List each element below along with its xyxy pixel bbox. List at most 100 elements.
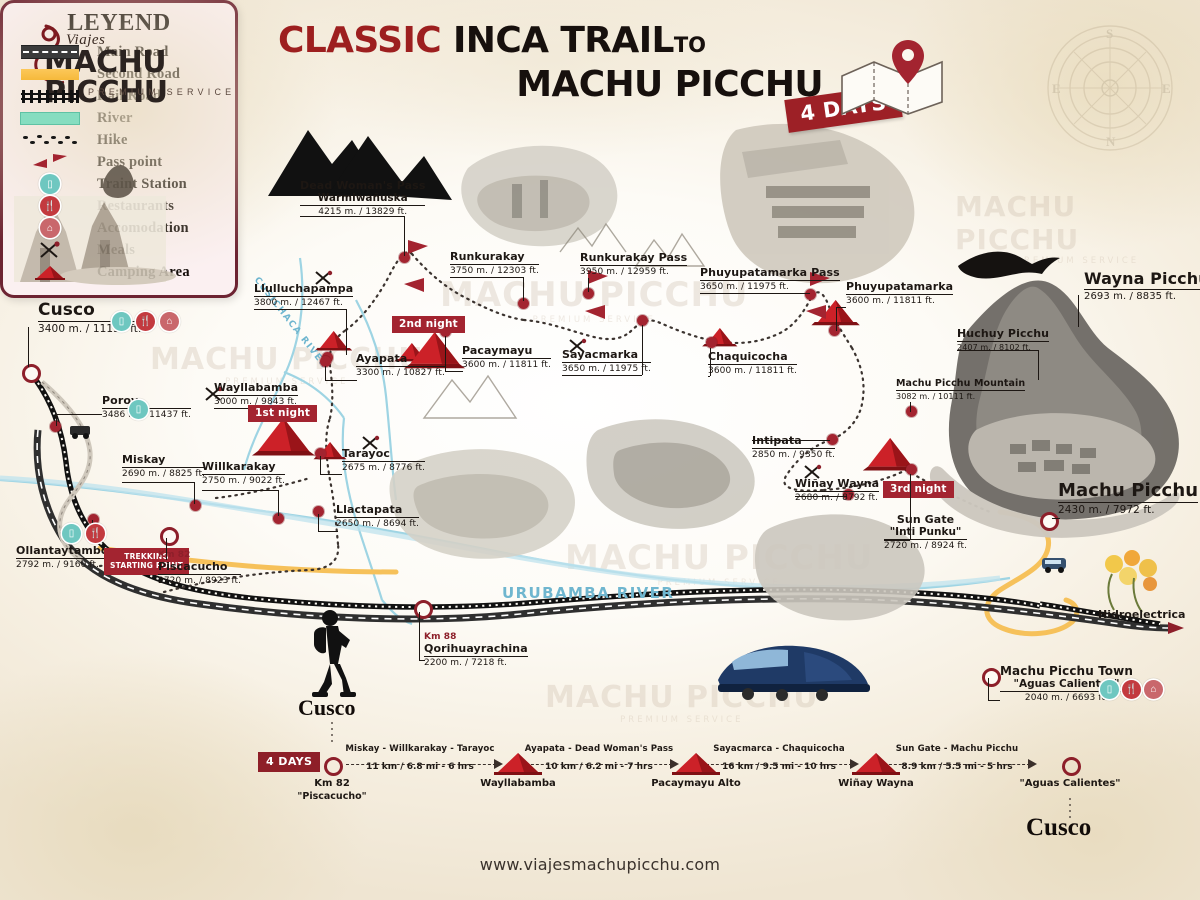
- label-sayacmarka: Sayacmarka 3650 m. / 11975 ft.: [562, 348, 651, 374]
- node-mptown[interactable]: [982, 668, 1001, 687]
- folded-map-icon: [841, 60, 943, 116]
- node-intipata[interactable]: [827, 434, 838, 445]
- node-mpmountain[interactable]: [906, 406, 917, 417]
- node-ayapata[interactable]: [320, 356, 331, 367]
- node-phuyupatamarka[interactable]: [829, 325, 840, 336]
- label-machupicchu-name: Machu Picchu: [1058, 480, 1199, 501]
- label-phuyupatamarka-pass: Phuyupatamarka Pass 3650 m. / 11975 ft.: [700, 266, 840, 292]
- train-station-icon: ▯: [19, 174, 81, 194]
- node-winaywayna[interactable]: [843, 489, 854, 500]
- label-phuyupass-name: Phuyupatamarka Pass: [700, 266, 840, 279]
- label-waynapicchu-name: Wayna Picchu: [1084, 269, 1200, 288]
- third-night-badge: 3rd night: [883, 481, 954, 498]
- accomodation-icon: ⌂: [19, 218, 81, 238]
- label-sungate: Sun Gate "Inti Punku" 2720 m. / 8924 ft.: [884, 513, 968, 551]
- node-phuyupatamarka-pass[interactable]: [805, 289, 816, 300]
- leader-qorihuayrachina-h: [419, 660, 425, 661]
- pass-point-icon: [19, 154, 81, 169]
- node-tarayoc[interactable]: [315, 448, 326, 459]
- node-cusco[interactable]: [22, 364, 41, 383]
- node-qorihuayrachina[interactable]: [414, 600, 433, 619]
- node-ollantaytambo[interactable]: [88, 514, 99, 525]
- node-deadwoman-pass[interactable]: [399, 252, 410, 263]
- node-runkurakay-pass[interactable]: [583, 288, 594, 299]
- leader-ayapata-h: [325, 380, 357, 381]
- node-llactapata[interactable]: [313, 506, 324, 517]
- svg-text:S: S: [1106, 26, 1113, 41]
- river-icon: [19, 111, 81, 125]
- label-chaquicocha-name: Chaquicocha: [708, 350, 788, 363]
- label-llulluchapampa-alt: 3800 m. / 12467 ft.: [254, 296, 354, 308]
- label-winaywayna-name: Wiñay Wayna: [795, 477, 880, 490]
- itinerary-tent-icon: [672, 753, 720, 775]
- node-miskay[interactable]: [190, 500, 201, 511]
- leader-pacaymayu-h: [445, 371, 463, 372]
- label-mptown: Machu Picchu Town "Aguas Calientes" 2040…: [1000, 664, 1133, 703]
- label-phuyupatamarka-name: Phuyupatamarka: [846, 280, 954, 293]
- train-station-icon: ▯: [129, 400, 148, 419]
- itinerary-segment: Sayacmarca - Chaquicocha 16 km / 9.5 mi …: [713, 744, 845, 772]
- itinerary-connector: [706, 764, 852, 765]
- hike-icon: [19, 133, 81, 147]
- leader-chaquicocha: [710, 348, 711, 376]
- leader-phuyupatamarka-h: [836, 307, 846, 308]
- itinerary-tent-icon: [852, 753, 900, 775]
- svg-text:E: E: [1162, 81, 1171, 96]
- leader-mptown-h: [988, 700, 1000, 701]
- leader-willkarakay-h: [202, 490, 278, 491]
- label-miskay-alt: 2690 m. / 8825 ft.: [122, 467, 206, 479]
- leader-willkarakay: [278, 490, 279, 516]
- leader-phuyupass-h: [700, 293, 810, 294]
- footer-url[interactable]: www.viajesmachupicchu.com: [479, 855, 721, 874]
- train-station-icon: ▯: [112, 312, 131, 331]
- label-machupicchu-alt: 2430 m. / 7972 ft.: [1058, 502, 1199, 516]
- label-deadwoman-alt: 4215 m. / 13829 ft.: [300, 205, 426, 217]
- itinerary-stop-marker[interactable]: [1062, 757, 1081, 776]
- leader-winaywayna-h: [795, 496, 847, 497]
- leader-runkurakay: [523, 277, 524, 301]
- label-pacaymayu-alt: 3600 m. / 11811 ft.: [462, 358, 551, 370]
- title-inca-trail: INCA TRAIL: [453, 20, 674, 61]
- accomodation-icon: ⌂: [1144, 680, 1163, 699]
- itinerary-stop-name: Km 82: [314, 778, 350, 789]
- itinerary-stop-label: Wayllabamba: [480, 778, 555, 789]
- node-sungate[interactable]: [906, 464, 917, 475]
- leader-mptown: [988, 678, 989, 700]
- label-mpmountain-alt: 3082 m. / 10111 ft.: [896, 390, 1026, 401]
- itinerary-stop-label: Pacaymayu Alto: [651, 778, 741, 789]
- itinerary-stop-marker[interactable]: [324, 757, 343, 776]
- hiker-label-cusco: Cusco: [298, 695, 356, 720]
- itinerary-connector: [346, 764, 496, 765]
- label-mptown-name2: "Aguas Calientes": [1013, 678, 1120, 690]
- title-classic: CLASSIC: [278, 20, 442, 61]
- node-sayacmarka[interactable]: [637, 315, 648, 326]
- node-runkurakay[interactable]: [518, 298, 529, 309]
- label-tarayoc-name: Tarayoc: [342, 447, 390, 460]
- leader-sayacmarka-h: [562, 375, 642, 376]
- node-chaquicocha[interactable]: [706, 337, 717, 348]
- leader-runkurakay-h: [450, 277, 523, 278]
- leader-intipata-h: [752, 440, 830, 441]
- label-runkurakay: Runkurakay 3750 m. / 12303 ft.: [450, 250, 539, 276]
- restaurant-icon: 🍴: [19, 196, 81, 216]
- itinerary-stop-label: Km 82 "Piscacucho": [297, 778, 366, 802]
- node-poroy[interactable]: [50, 421, 61, 432]
- label-sayacmarka-name: Sayacmarka: [562, 348, 639, 361]
- itinerary-connector: [884, 764, 1030, 765]
- node-willkarakay[interactable]: [273, 513, 284, 524]
- itinerary-arrow: [670, 759, 679, 769]
- label-runkurakay-alt: 3750 m. / 12303 ft.: [450, 264, 539, 276]
- itinerary-stop-name: "Aguas Calientes": [1019, 778, 1121, 789]
- node-piscacucho[interactable]: [160, 527, 179, 546]
- node-machupicchu[interactable]: [1040, 512, 1059, 531]
- label-tarayoc: Tarayoc 2675 m. / 8776 ft.: [342, 447, 426, 473]
- label-waynapicchu-alt: 2693 m. / 8835 ft.: [1084, 289, 1200, 302]
- label-miskay: Miskay 2690 m. / 8825 ft.: [122, 453, 206, 479]
- itinerary-segment: Miskay - Willkarakay - Tarayoc 11 km / 6…: [345, 744, 494, 772]
- leader-llactapata: [318, 514, 319, 532]
- leader-huchuypicchu-h: [957, 350, 1038, 351]
- itinerary-arrow: [1028, 759, 1037, 769]
- label-winaywayna-alt: 2680 m. / 8792 ft.: [795, 491, 880, 503]
